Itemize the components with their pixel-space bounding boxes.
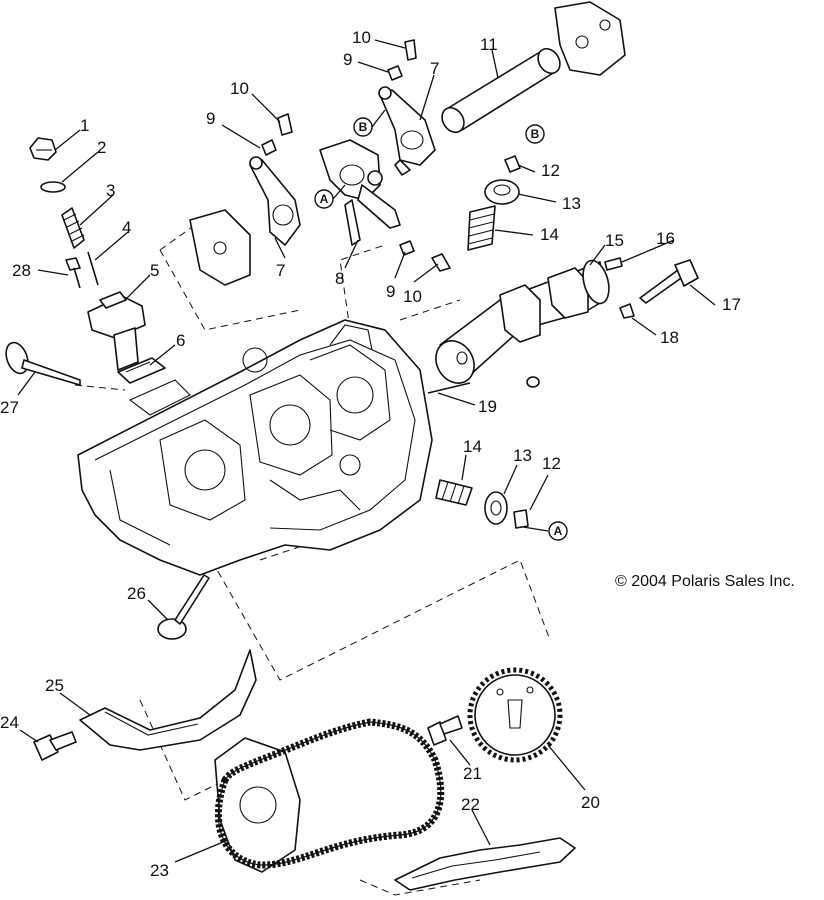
part-valve-spring-lower (435, 479, 473, 506)
part-washer (40, 181, 66, 193)
callout-24: 24 (0, 713, 19, 732)
callout-19: 19 (478, 397, 497, 416)
part-adjuster-screw (277, 113, 293, 136)
callout-20: 20 (581, 793, 600, 812)
part-dowel-pin (604, 257, 623, 271)
callout-16: 16 (656, 229, 675, 248)
callout-13-upper: 13 (562, 194, 581, 213)
callout-12-upper: 12 (541, 161, 560, 180)
callout-21: 21 (463, 764, 482, 783)
callout-1: 1 (80, 116, 89, 135)
callout-4: 4 (122, 218, 131, 237)
callout-5: 5 (150, 261, 159, 280)
part-rocker-arm-right (378, 86, 436, 176)
callout-3: 3 (106, 181, 115, 200)
leader-lines (17, 39, 716, 863)
ref-leader-b (371, 109, 386, 128)
part-rocker-arm-center (319, 139, 401, 246)
part-cam-plug (526, 376, 540, 388)
ref-mark-b-right: B (525, 124, 545, 144)
part-tensioner-gasket (117, 357, 166, 384)
callout-23: 23 (150, 861, 169, 880)
part-locknut-lower (399, 240, 415, 256)
part-bolt (29, 137, 57, 161)
callout-9-lower: 9 (386, 282, 395, 301)
svg-text:A: A (554, 524, 563, 538)
callout-12-lower: 12 (542, 454, 561, 473)
part-pin (87, 251, 99, 286)
ref-mark-a-upper: A (314, 189, 334, 209)
part-spring-retainer-upper (484, 179, 520, 205)
part-camshaft (435, 259, 610, 384)
callout-9-top: 9 (343, 50, 352, 69)
part-tensioner-spring (61, 207, 85, 249)
part-snap-ring (619, 303, 635, 319)
ref-mark-a-lower: A (548, 521, 568, 541)
part-cam-chain-tensioner (87, 291, 146, 371)
part-sprocket-bolt (427, 715, 463, 746)
callout-10-lower: 10 (403, 287, 422, 306)
callout-14-upper: 14 (540, 225, 559, 244)
ref-leader-a (332, 184, 346, 200)
callout-7-left: 7 (276, 261, 285, 280)
part-decompression-shaft (639, 259, 699, 304)
part-cam-chain (215, 718, 445, 869)
part-valve-spring-upper (467, 205, 496, 251)
callout-6: 6 (176, 331, 185, 350)
callout-numbers: 1 2 3 4 5 6 7 7 8 9 9 9 10 10 10 11 12 1… (0, 28, 741, 880)
part-rocker-shaft (441, 47, 561, 134)
part-adjuster-screw-lower (431, 253, 451, 272)
part-crank-housing (214, 737, 301, 873)
svg-text:B: B (531, 127, 540, 141)
callout-18: 18 (660, 328, 679, 347)
callout-10-left: 10 (230, 79, 249, 98)
part-cam-sprocket (467, 667, 563, 763)
callout-11: 11 (480, 35, 498, 54)
callout-8: 8 (335, 269, 344, 288)
ref-mark-b-upper: B (353, 117, 373, 137)
part-shaft-bracket (554, 1, 626, 76)
callout-15: 15 (605, 231, 624, 250)
part-valve-keeper-upper (504, 155, 521, 173)
callout-25: 25 (45, 676, 64, 695)
cylinder-head (77, 319, 433, 576)
part-adjuster-screw-top (404, 39, 417, 61)
callout-14-lower: 14 (463, 437, 482, 456)
callout-28: 28 (12, 261, 31, 280)
part-valve-keeper-lower (513, 509, 529, 529)
callout-7-right: 7 (430, 59, 439, 78)
part-bolt-small (65, 257, 81, 289)
svg-text:A: A (320, 192, 329, 206)
svg-text:B: B (359, 120, 368, 134)
part-locknut (261, 139, 277, 156)
callout-26: 26 (127, 584, 146, 603)
part-chain-guide (79, 649, 257, 751)
copyright-notice: © 2004 Polaris Sales Inc. (615, 573, 795, 590)
callout-10-top: 10 (352, 28, 371, 47)
part-tensioner-blade (394, 837, 576, 891)
part-locknut-top (387, 65, 403, 81)
part-cam-cover-bracket (189, 209, 251, 286)
callout-2: 2 (97, 138, 106, 157)
callout-17: 17 (722, 295, 741, 314)
callout-22: 22 (461, 795, 480, 814)
callout-27: 27 (0, 398, 19, 417)
part-bolt-cam (427, 382, 471, 394)
part-rocker-arm-left (249, 156, 301, 246)
part-spring-retainer-lower (484, 491, 508, 525)
callout-9-left: 9 (206, 109, 215, 128)
callout-13-lower: 13 (513, 446, 532, 465)
part-valve-exhaust (5, 341, 81, 386)
part-valve-intake (157, 574, 210, 640)
part-guide-bolt (33, 731, 77, 761)
